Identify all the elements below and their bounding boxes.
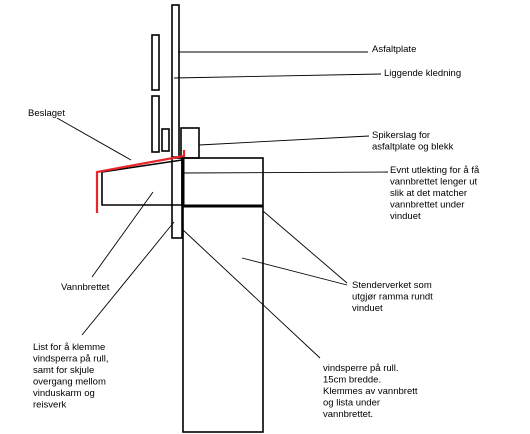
label-liggende-kledning: Liggende kledning bbox=[384, 68, 461, 79]
flashing bbox=[95, 150, 186, 213]
utlekting-line-0: Evnt utlekting for å få bbox=[390, 165, 480, 176]
list-line-3: overgang mellom bbox=[33, 377, 106, 388]
stenderverket-line-0: Stenderverket som bbox=[352, 280, 432, 291]
label-beslaget: Beslaget bbox=[28, 108, 65, 119]
label-vindsperre: vindsperre på rull.15cm bredde.Klemmes a… bbox=[323, 363, 418, 420]
leader-stenderverket-a bbox=[262, 210, 348, 284]
spikerslag-line-1: asfaltplate og blekk bbox=[372, 142, 454, 153]
leader-utlekting bbox=[181, 171, 389, 174]
list-line-2: samt for skjule bbox=[33, 365, 94, 376]
vindsperre-line-1: 15cm bredde. bbox=[323, 375, 381, 386]
list-line-5: reisverk bbox=[33, 400, 67, 411]
window-sill bbox=[101, 159, 183, 206]
vindsperre-line-0: vindsperre på rull. bbox=[323, 363, 399, 374]
beslaget-line-0: Beslaget bbox=[28, 108, 65, 119]
spikerslag-line-0: Spikerslag for bbox=[372, 130, 430, 141]
utlekting-line-2: slik at det matcher bbox=[390, 188, 467, 199]
leader-beslaget bbox=[56, 117, 132, 161]
vindsperre-line-3: og lista under bbox=[323, 398, 380, 409]
list-line-4: vinduskarm og bbox=[33, 388, 95, 399]
stud-framing bbox=[182, 157, 264, 433]
leader-list bbox=[81, 221, 175, 336]
leader-spikerslag bbox=[198, 135, 370, 146]
asfaltplate-line-0: Asfaltplate bbox=[372, 44, 416, 55]
leader-stenderverket-b bbox=[241, 257, 348, 286]
cladding-board-lower bbox=[151, 95, 160, 153]
utlekting-line-1: vannbrettet lenger ut bbox=[390, 177, 478, 188]
utlekting-line-4: vinduet bbox=[390, 211, 421, 222]
leader-vindsperre bbox=[181, 228, 321, 359]
asphalt-plate-board bbox=[171, 4, 180, 158]
stenderverket-line-2: vinduet bbox=[352, 303, 383, 314]
vindsperre-line-4: vannbrettet. bbox=[323, 409, 373, 420]
small-batten bbox=[161, 128, 170, 152]
liggende_kledning-line-0: Liggende kledning bbox=[384, 68, 461, 79]
label-vannbrettet: Vannbrettet bbox=[61, 282, 110, 293]
label-asfaltplate: Asfaltplate bbox=[372, 44, 416, 55]
vannbrettet-line-0: Vannbrettet bbox=[61, 282, 110, 293]
vindsperre-line-2: Klemmes av vannbrett bbox=[323, 386, 418, 397]
furring-batten bbox=[171, 157, 183, 239]
leader-liggende-kledning bbox=[173, 73, 382, 79]
leader-vannbrettet bbox=[91, 191, 154, 278]
utlekting-line-3: vannbrettet under bbox=[390, 200, 464, 211]
list-line-0: List for å klemme bbox=[33, 342, 105, 353]
cladding-board-upper bbox=[151, 34, 160, 91]
list-line-1: vindsperra på rull, bbox=[33, 354, 109, 365]
stenderverket-line-1: utgjør ramma rundt bbox=[352, 292, 433, 303]
